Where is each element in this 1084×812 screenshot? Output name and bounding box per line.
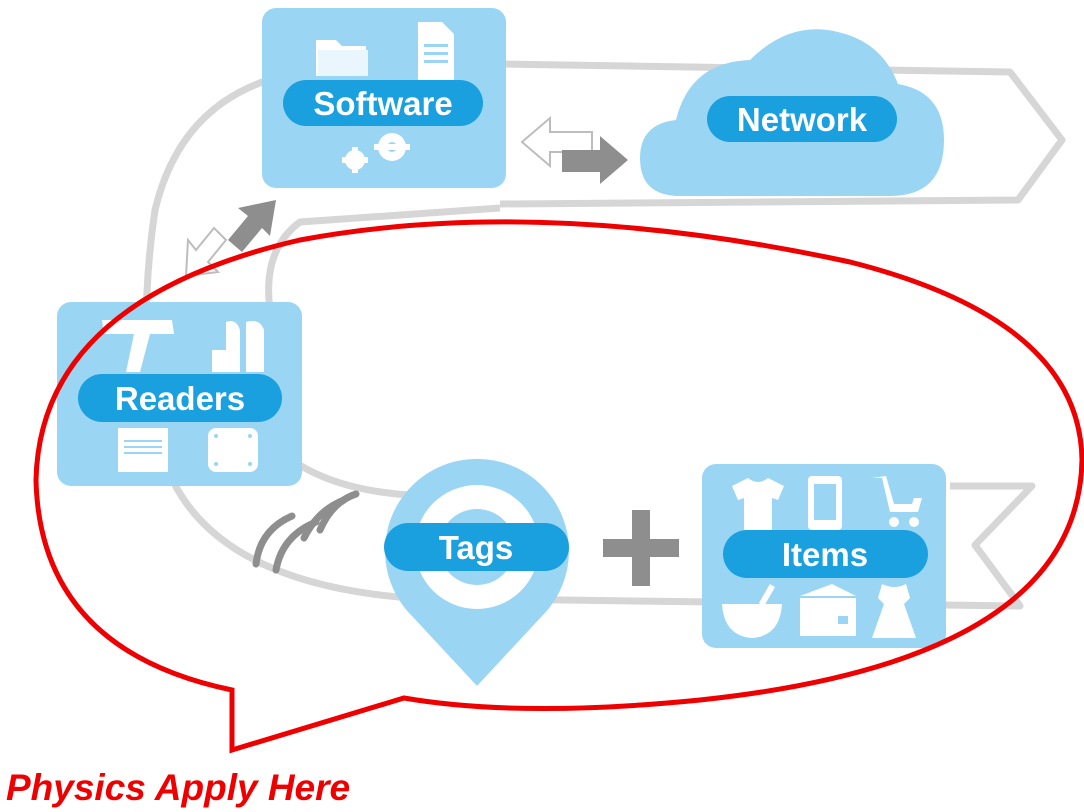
folder-icon bbox=[316, 40, 368, 76]
software-node: Software bbox=[262, 8, 506, 188]
plus-icon bbox=[603, 510, 679, 586]
software-pill bbox=[283, 80, 483, 126]
items-pill bbox=[723, 530, 928, 578]
readers-label: Readers bbox=[115, 380, 245, 417]
phone-icon bbox=[808, 476, 842, 530]
tags-node: Tags bbox=[384, 458, 570, 686]
network-node: Network bbox=[640, 29, 944, 196]
bowl-icon bbox=[722, 583, 782, 638]
readers-pill bbox=[78, 374, 282, 422]
gears-icon bbox=[342, 133, 410, 173]
bidirectional-arrow-icon bbox=[520, 115, 628, 184]
readers-node: Readers bbox=[57, 302, 302, 486]
network-pill bbox=[707, 96, 897, 142]
software-label: Software bbox=[313, 85, 452, 122]
items-label: Items bbox=[782, 536, 868, 573]
callout-caption: Physics Apply Here bbox=[6, 767, 350, 808]
document-icon bbox=[418, 22, 454, 80]
callout-outline bbox=[33, 219, 1084, 754]
portal-reader-icon bbox=[212, 321, 264, 372]
tags-label: Tags bbox=[439, 529, 514, 566]
diagonal-arrow-icon bbox=[184, 200, 276, 278]
radio-waves-icon bbox=[252, 490, 360, 574]
fixed-reader-icon bbox=[118, 428, 168, 472]
box-icon bbox=[800, 584, 856, 636]
tags-pill bbox=[384, 523, 569, 571]
dress-icon bbox=[872, 584, 916, 638]
callout-bubble bbox=[33, 219, 1084, 754]
handheld-scanner-icon bbox=[102, 320, 174, 372]
network-label: Network bbox=[737, 101, 868, 138]
items-node: Items bbox=[702, 464, 946, 648]
cart-icon bbox=[872, 476, 922, 527]
antenna-icon bbox=[208, 428, 258, 472]
tshirt-icon bbox=[732, 478, 784, 530]
